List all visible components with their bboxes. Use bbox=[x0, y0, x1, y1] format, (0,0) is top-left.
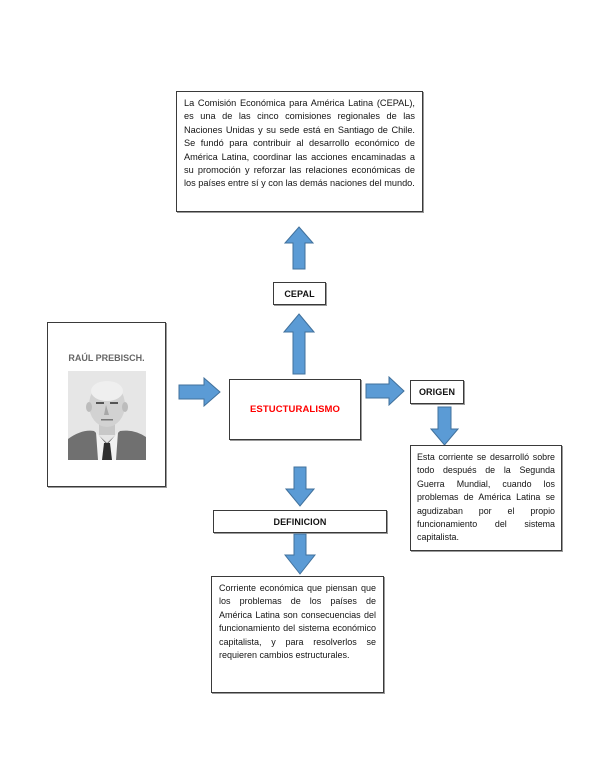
author-box: RAÚL PREBISCH. bbox=[47, 322, 166, 487]
arrow-down-icon bbox=[430, 406, 459, 446]
arrow-up-icon bbox=[284, 226, 314, 270]
origen-label-box: ORIGEN bbox=[410, 380, 464, 404]
central-concept-box: ESTUCTURALISMO bbox=[229, 379, 361, 440]
cepal-description-box: La Comisión Económica para América Latin… bbox=[176, 91, 423, 212]
origen-label: ORIGEN bbox=[418, 387, 456, 397]
origen-description-text: Esta corriente se desarrolló sobre todo … bbox=[417, 452, 555, 543]
author-portrait-image bbox=[68, 371, 146, 460]
cepal-label: CEPAL bbox=[284, 288, 315, 299]
origen-description-box: Esta corriente se desarrolló sobre todo … bbox=[410, 445, 562, 551]
cepal-description-text: La Comisión Económica para América Latin… bbox=[184, 98, 415, 189]
arrow-up-icon bbox=[283, 313, 315, 375]
author-name: RAÚL PREBISCH. bbox=[68, 353, 145, 363]
arrow-down-icon bbox=[284, 533, 316, 575]
arrow-right-icon bbox=[178, 377, 221, 407]
definicion-label-box: DEFINICION bbox=[213, 510, 387, 533]
arrow-right-icon bbox=[365, 376, 405, 406]
definicion-description-box: Corriente económica que piensan que los … bbox=[211, 576, 384, 693]
central-concept-label: ESTUCTURALISMO bbox=[249, 404, 341, 415]
definicion-label: DEFINICION bbox=[273, 516, 327, 527]
arrow-down-icon bbox=[285, 466, 315, 507]
definicion-description-text: Corriente económica que piensan que los … bbox=[219, 583, 376, 661]
cepal-label-box: CEPAL bbox=[273, 282, 326, 305]
